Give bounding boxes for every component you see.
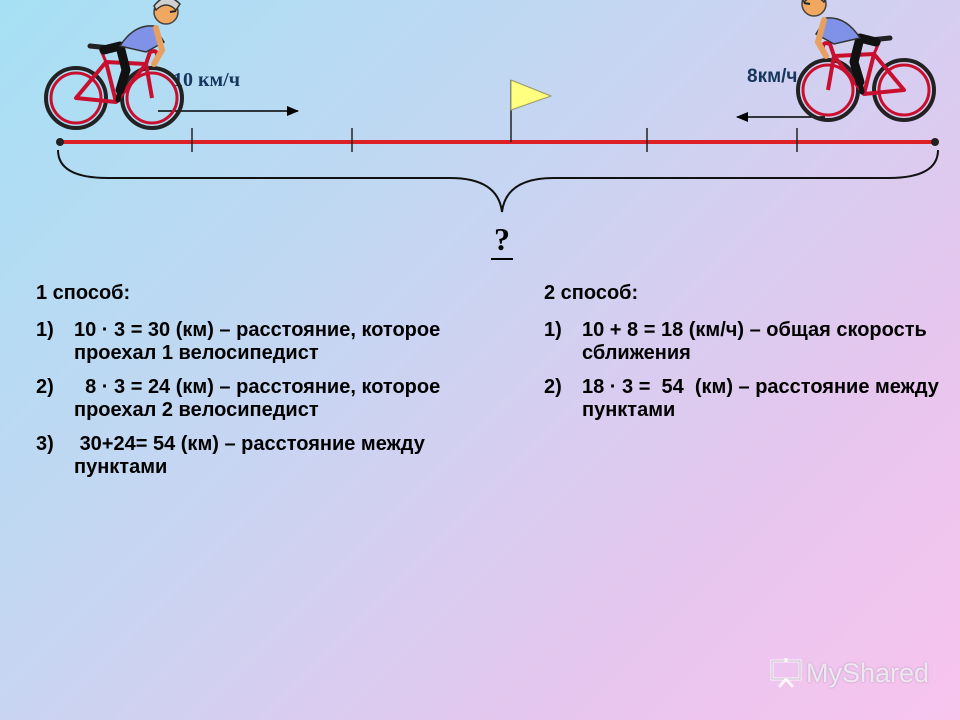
- start-point: [56, 138, 64, 146]
- step-number: 1): [36, 319, 54, 341]
- right-speed-label: 8км/ч: [747, 66, 797, 87]
- method-one-step: 1) 10 · 3 = 30 (км) – расстояние, которо…: [36, 319, 476, 365]
- watermark-text: MyShared: [806, 657, 930, 688]
- method-one-step: 3) 30+24= 54 (км) – расстояние между пун…: [36, 433, 476, 479]
- method-one: 1 способ: 1) 10 · 3 = 30 (км) – расстоян…: [36, 282, 476, 490]
- tick-marks: [191, 128, 798, 152]
- watermark: MyShared: [770, 656, 929, 690]
- step-number: 2): [544, 376, 562, 398]
- meeting-flag-icon: [510, 79, 553, 142]
- method-two-step: 1) 10 + 8 = 18 (км/ч) – общая скорость с…: [544, 319, 944, 365]
- method-two-title: 2 способ:: [544, 282, 639, 304]
- motion-diagram: 10 км/ч 8км/ч ?: [0, 0, 939, 260]
- right-cyclist-icon: [798, 0, 934, 120]
- distance-brace: [57, 149, 939, 213]
- method-one-step: 2) 8 · 3 = 24 (км) – расстояние, которое…: [36, 376, 476, 422]
- step-number: 1): [544, 319, 562, 341]
- end-point: [931, 138, 939, 146]
- left-cyclist-icon: [46, 0, 182, 128]
- step-text: 18 · 3 = 54 (км) – расстояние между пунк…: [582, 376, 945, 421]
- step-text: 10 · 3 = 30 (км) – расстояние, которое п…: [74, 319, 441, 364]
- method-two: 2 способ: 1) 10 + 8 = 18 (км/ч) – общая …: [544, 282, 944, 433]
- method-two-step: 2) 18 · 3 = 54 (км) – расстояние между п…: [544, 376, 944, 422]
- step-text: 8 · 3 = 24 (км) – расстояние, которое пр…: [74, 376, 446, 421]
- step-text: 30+24= 54 (км) – расстояние между пункта…: [74, 433, 431, 478]
- step-text: 10 + 8 = 18 (км/ч) – общая скорость сбли…: [582, 319, 927, 364]
- unknown-distance-mark: ?: [494, 221, 510, 257]
- left-speed-label: 10 км/ч: [173, 69, 240, 91]
- presentation-board-icon: [770, 658, 802, 688]
- method-one-title: 1 способ:: [36, 282, 131, 304]
- step-number: 2): [36, 376, 54, 398]
- step-number: 3): [36, 433, 54, 455]
